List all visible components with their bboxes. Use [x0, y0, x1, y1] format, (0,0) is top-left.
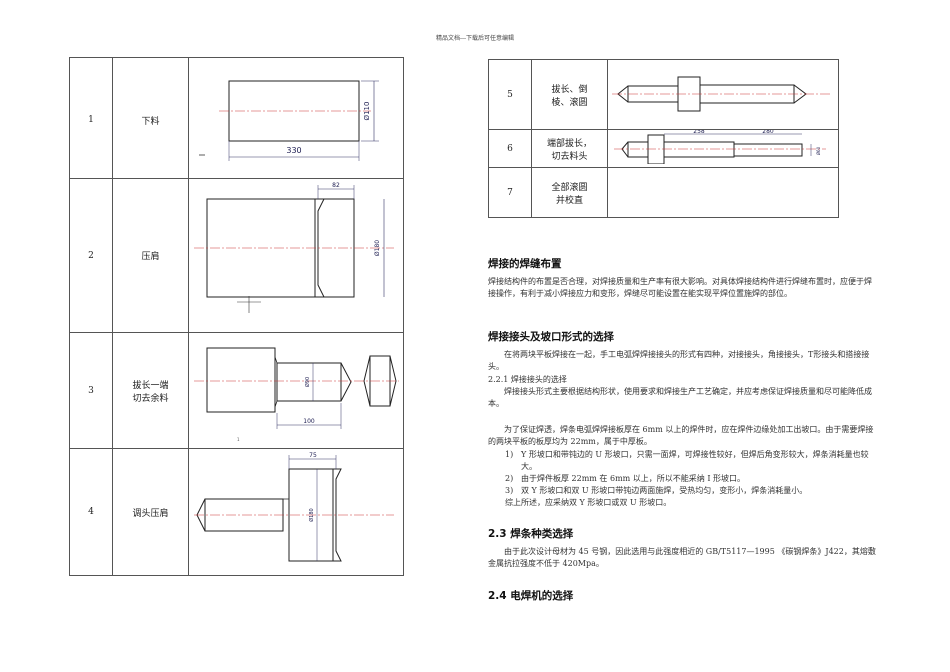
draw-out-drawing: Ø90 100 1 — [194, 347, 399, 442]
list-text: 由于焊件板厚 22mm 在 6mm 以上，所以不能采纳 I 形坡口。 — [521, 474, 746, 483]
paragraph: 焊接接头形式主要根据结构形状，使用要求和焊接生产工艺确定，并应考虑保证焊接质量和… — [488, 387, 872, 408]
section-heading: 2.3 焊条种类选择 — [488, 528, 574, 540]
table-row: 6 端部拔长， 切去料头 258 280 Ø60 — [488, 128, 839, 168]
list: 1) Y 形坡口和带钝边的 U 形坡口，只需一面焊，可焊接性较好，但焊后角变形较大… — [505, 449, 880, 509]
step-drawing: Ø90 100 1 — [188, 332, 404, 449]
subheading: 2.2.1 焊接接头的选择 — [488, 375, 567, 384]
list-number: 1) — [505, 450, 514, 459]
dim-label: Ø90 — [304, 377, 311, 387]
list-number: 3) — [505, 486, 514, 495]
table-row: 2 压肩 82 Ø180 — [69, 178, 404, 333]
step-number: 4 — [69, 448, 113, 576]
step-name: 压肩 — [112, 178, 189, 333]
list-number: 2) — [505, 474, 514, 483]
dim-label: Ø180 — [374, 240, 381, 256]
step-name: 拔长、倒 棱、滚圆 — [531, 59, 608, 130]
dim-label: Ø180 — [308, 508, 315, 521]
paragraph: 为了保证焊透，焊条电弧焊焊接板厚在 6mm 以上的焊件时，应在焊件边缘处加工出坡… — [488, 425, 874, 446]
list-item: 1) Y 形坡口和带钝边的 U 形坡口，只需一面焊，可焊接性较好，但焊后角变形较大… — [505, 449, 880, 473]
step-drawing: 258 280 Ø60 — [607, 128, 839, 168]
dim-label: 82 — [332, 182, 340, 189]
table-row: 5 拔长、倒 棱、滚圆 — [488, 59, 839, 130]
paragraph: 由于此次设计母材为 45 号钢，因此选用与此强度相近的 GB/T5117—199… — [488, 547, 876, 568]
shoulder-drawing: 82 Ø180 — [194, 182, 394, 313]
step-number: 1 — [69, 57, 113, 179]
dim-label: 330 — [286, 146, 301, 155]
watermark: 精品文档---下载后可任意编辑 — [435, 35, 515, 42]
dim-label: 100 — [303, 418, 315, 425]
step-number: 6 — [488, 129, 532, 168]
list-text: 双 Y 形坡口和双 U 形坡口带钝边两面施焊，受热均匀，变形小，焊条消耗量小。 — [521, 486, 808, 495]
dim-label: Ø60 — [816, 146, 821, 155]
billet-drawing: Ø110 330 — [199, 80, 379, 161]
step-name: 下料 — [112, 57, 189, 179]
list-text: Y 形坡口和带钝边的 U 形坡口，只需一面焊，可焊接性较好，但焊后角变形较大，焊… — [521, 450, 869, 471]
list-item: 3) 双 Y 形坡口和双 U 形坡口带钝边两面施焊，受热均匀，变形小，焊条消耗量小… — [505, 485, 880, 497]
rounding-drawing — [612, 76, 830, 112]
conclusion: 综上所述，应采纳双 Y 形坡口或双 U 形坡口。 — [505, 498, 672, 507]
step-drawing — [607, 59, 839, 130]
step-number: 7 — [488, 167, 532, 218]
dim-label: 258 — [693, 130, 705, 135]
list-item: 2) 由于焊件板厚 22mm 在 6mm 以上，所以不能采纳 I 形坡口。 — [505, 473, 880, 485]
step-number: 3 — [69, 332, 113, 449]
end-draw-drawing: 258 280 Ø60 — [614, 128, 826, 165]
table-row: 4 调头压肩 75 Ø180 — [69, 448, 404, 576]
table-row: 3 拔长一端 切去余料 Ø90 100 1 — [69, 332, 404, 449]
section-heading: 2.4 电焊机的选择 — [488, 590, 574, 602]
dim-label: 280 — [762, 130, 774, 135]
process-table-left: 1 下料 Ø110 330 2 压肩 — [69, 57, 404, 576]
process-table-right: 5 拔长、倒 棱、滚圆 6 端部拔长， 切去料头 — [488, 59, 839, 218]
step-drawing: Ø110 330 — [188, 57, 404, 179]
table-row: 1 下料 Ø110 330 — [69, 57, 404, 179]
step-name: 端部拔长， 切去料头 — [531, 129, 608, 168]
dim-label: Ø110 — [363, 102, 371, 121]
step-number: 5 — [488, 59, 532, 130]
section-heading: 焊接的焊缝布置 — [488, 258, 562, 270]
step-number: 2 — [69, 178, 113, 333]
paragraph: 焊接结构件的布置是否合理，对焊接质量和生产率有很大影响。对具体焊接结构件进行焊缝… — [488, 277, 872, 298]
section-heading: 焊接接头及坡口形式的选择 — [488, 331, 614, 343]
dim-label: 75 — [309, 452, 317, 459]
step-name: 全部滚圆 并校直 — [531, 167, 608, 218]
reverse-shoulder-drawing: 75 Ø180 — [194, 452, 394, 562]
step-name: 拔长一端 切去余料 — [112, 332, 189, 449]
step-drawing — [607, 167, 839, 218]
table-row: 7 全部滚圆 并校直 — [488, 167, 839, 218]
drawing-note: 1 — [237, 437, 240, 442]
paragraph: 在将两块平板焊接在一起，手工电弧焊焊接接头的形式有四种，对接接头，角接接头，T形… — [488, 350, 870, 371]
step-drawing: 82 Ø180 — [188, 178, 404, 333]
step-name: 调头压肩 — [112, 448, 189, 576]
step-drawing: 75 Ø180 — [188, 448, 404, 576]
